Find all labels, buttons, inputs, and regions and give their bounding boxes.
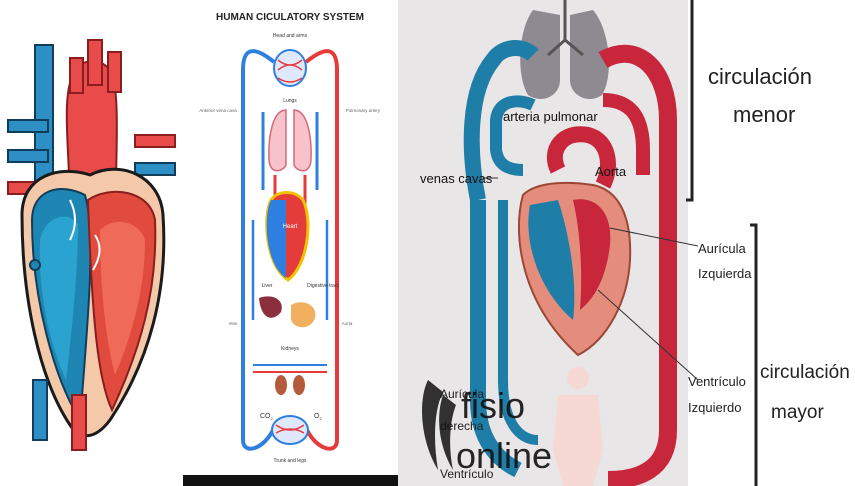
kidney-right-icon	[293, 375, 305, 395]
label-aorta: Aorta	[342, 321, 353, 326]
label-head-arms: Head and arms	[273, 33, 308, 39]
liver-icon	[259, 296, 282, 317]
watermark-fisio: fisio	[461, 385, 525, 426]
human-figure-icon	[567, 367, 589, 389]
label-auricula-izq-1: Aurícula	[698, 241, 746, 256]
kidney-left-icon	[275, 375, 287, 395]
label-vein: Vein	[229, 321, 238, 326]
label-aorta: Aorta	[595, 164, 627, 179]
label-heart: Heart	[283, 224, 298, 230]
label-kidneys: Kidneys	[281, 346, 299, 352]
circulatory-system-panel: HUMAN CICULATORY SYSTEM Head and arms Lu…	[183, 0, 398, 486]
diagram-title: HUMAN CICULATORY SYSTEM	[216, 12, 364, 23]
heart-illustration-panel	[0, 0, 183, 486]
label-circulacion-menor-2: menor	[733, 102, 795, 127]
label-o2: O2	[314, 413, 322, 421]
label-arteria-pulmonar: arteria pulmonar	[503, 109, 598, 124]
heart-illustration-icon	[0, 0, 183, 486]
label-co2: CO2	[260, 413, 274, 421]
label-anterior-vena-cava: Anterior vena cava	[199, 108, 237, 113]
label-venas-cavas: venas cavas	[420, 171, 493, 186]
watermark-online: online	[456, 435, 552, 476]
circulatory-diagram: HUMAN CICULATORY SYSTEM Head and arms Lu…	[183, 0, 398, 486]
label-liver: Liver	[262, 283, 273, 289]
label-auricula-izq-2: Izquierda	[698, 266, 752, 281]
head-capillary-icon	[274, 50, 306, 86]
label-ventriculo-izq-2: Izquierdo	[688, 400, 741, 415]
bottom-bar	[183, 475, 398, 486]
label-circulacion-mayor-2: mayor	[771, 402, 824, 423]
circulacion-panel: arteria pulmonar venas cavas Aorta circu…	[398, 0, 855, 486]
label-ventriculo-izq-1: Ventrículo	[688, 374, 746, 389]
circulacion-diagram: arteria pulmonar venas cavas Aorta circu…	[398, 0, 855, 486]
label-circulacion-mayor-1: circulación	[760, 362, 850, 383]
label-trunk-legs: Trunk and legs	[274, 458, 307, 464]
label-digestive-tract: Digestive tract	[307, 283, 339, 289]
label-lungs: Lungs	[283, 98, 297, 104]
label-pulmonary-artery: Pulmonary artery	[346, 108, 381, 113]
digestive-tract-icon	[291, 302, 315, 327]
label-circulacion-menor-1: circulación	[708, 64, 812, 89]
lungs-icon	[269, 110, 286, 171]
